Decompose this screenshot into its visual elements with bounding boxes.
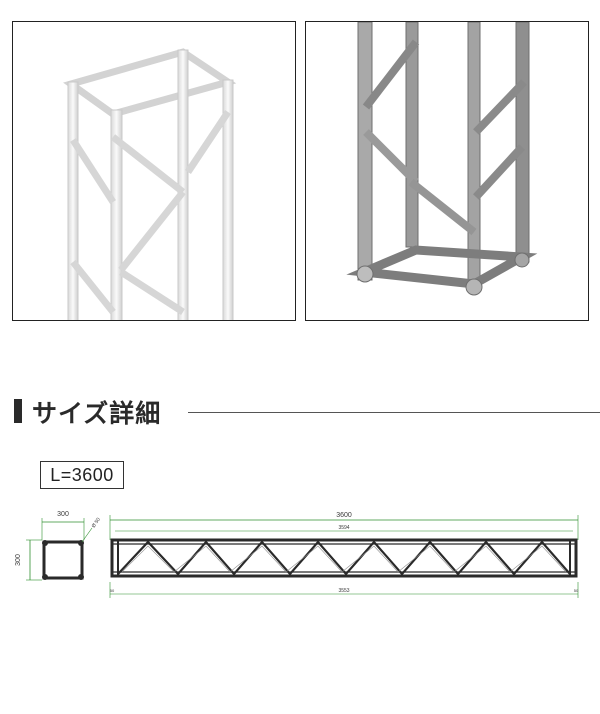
side-elevation: 3600 3594 3553 50 50 [109,512,579,598]
truss-bottom-illustration [346,22,538,296]
end-left-label: 50 [110,588,115,593]
heading-rule [188,412,600,413]
section-frame [42,540,84,580]
section-height-label: 300 [15,554,22,566]
truss-dimension-drawing: 300 300 Ø 50 3600 3594 [15,511,579,598]
corner-tube-label: Ø 50 [91,517,102,530]
section-width-label: 300 [57,511,69,518]
inner-bottom-length-label: 3553 [338,588,349,594]
cross-section: 300 300 Ø 50 [15,511,102,581]
section-title: サイズ詳細 [32,399,162,428]
section-heading: サイズ詳細 [14,394,600,428]
truss-photo-bottom [305,21,589,321]
total-length-label: 3600 [336,512,352,519]
length-label: L=3600 [40,461,124,489]
heading-bar-icon [14,399,22,423]
truss-diagonals [117,540,571,576]
inner-top-length-label: 3594 [338,525,349,531]
truss-top-illustration [63,48,237,320]
truss-body [110,538,578,578]
truss-photo-top [12,21,296,321]
end-right-label: 50 [574,588,579,593]
